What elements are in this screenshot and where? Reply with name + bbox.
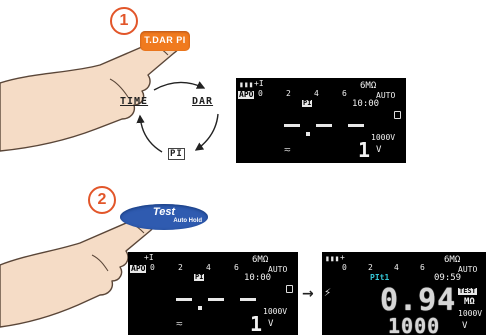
apo-badge: APO: [238, 90, 255, 99]
step-2-number: 2: [88, 186, 116, 214]
ac-symbol: ≂: [284, 143, 291, 156]
scale-2: 2: [178, 263, 183, 272]
auto-label: AUTO: [458, 265, 478, 274]
ac-symbol: ≂: [176, 317, 183, 330]
battery-icon: ▮▮▮: [239, 80, 254, 89]
voltage-value: 1: [250, 312, 263, 335]
range-label: 6MΩ: [360, 81, 377, 91]
scale-4: 4: [206, 263, 211, 272]
transition-arrow: →: [302, 286, 314, 302]
test-button[interactable]: Test Auto Hold: [120, 204, 208, 230]
unit-label: V: [268, 319, 274, 329]
scale-4: 4: [394, 263, 399, 272]
volt-range-label: 1000V: [263, 307, 288, 316]
bolt-icon: ⚡: [324, 285, 332, 299]
hand-pointing-illustration-2: [0, 215, 156, 328]
segment-dash-3: [348, 124, 364, 127]
auto-label: AUTO: [376, 91, 396, 100]
segment-dash-2: [316, 124, 332, 127]
cycle-arrow-top: [153, 81, 206, 91]
pi-t1-label: PIt1: [370, 273, 390, 282]
decimal-point: [306, 132, 310, 136]
scale-6: 6: [342, 89, 347, 98]
scale-4: 4: [314, 89, 319, 98]
plus-i-label: +I: [144, 253, 154, 262]
cycle-label-dar: DAR: [192, 96, 214, 107]
display-screen-step2-after: ▮▮▮ + 0 2 4 6 6MΩ AUTO PIt1 09:59 ⚡ 0.94…: [322, 252, 486, 335]
lock-icon: [286, 285, 293, 293]
apo-badge: APO: [130, 264, 147, 273]
display-screen-step2-before: +I APO 0 2 4 6 6MΩ AUTO PI 10:00 1000V ≂…: [128, 252, 298, 335]
voltage-value: 1000: [388, 314, 441, 335]
timer-display: 09:59: [434, 273, 462, 283]
tdar-pi-button[interactable]: T.DAR PI: [140, 31, 190, 51]
test-badge: TEST: [458, 287, 477, 295]
lock-icon: [394, 111, 401, 119]
cycle-label-pi: PI: [168, 148, 185, 160]
plus-i-label: +I: [254, 79, 264, 88]
range-label: 6MΩ: [252, 255, 269, 265]
unit-label: V: [462, 321, 468, 331]
segment-dash-1: [284, 124, 300, 127]
tdar-pi-button-label: T.DAR PI: [144, 35, 186, 45]
cycle-arrow-right: [194, 113, 219, 151]
battery-icon: ▮▮▮: [325, 254, 340, 263]
timer-display: 10:00: [352, 99, 380, 109]
plus-label: +: [340, 253, 345, 262]
mode-cycle-arrows: [136, 81, 219, 153]
voltage-value: 1: [358, 138, 371, 162]
resistance-value: 0.94: [380, 283, 457, 318]
decimal-point: [198, 306, 202, 310]
display-screen-step1: ▮▮▮ +I APO 0 2 4 6 6MΩ AUTO PI 10:00 100…: [236, 78, 406, 163]
range-label: 6MΩ: [444, 255, 461, 265]
volt-range-label: 1000V: [371, 133, 396, 142]
scale-6: 6: [420, 263, 425, 272]
segment-dash-3: [240, 298, 256, 301]
pi-mode-label: PI: [194, 273, 205, 281]
auto-label: AUTO: [268, 265, 288, 274]
scale-6: 6: [234, 263, 239, 272]
cycle-arrow-left: [136, 114, 163, 153]
scale-2: 2: [368, 263, 373, 272]
scale-0: 0: [258, 89, 263, 98]
test-button-subtitle: Auto Hold: [173, 218, 202, 224]
segment-dash-2: [208, 298, 224, 301]
scale-2: 2: [286, 89, 291, 98]
scale-0: 0: [342, 263, 347, 272]
cycle-label-time: TIME: [120, 96, 149, 107]
test-button-title: Test: [152, 206, 176, 218]
volt-range-label: 1000V: [458, 309, 483, 318]
unit-mohm: MΩ: [464, 297, 475, 307]
segment-dash-1: [176, 298, 192, 301]
pi-mode-label: PI: [302, 99, 313, 107]
step-1-number: 1: [110, 7, 138, 35]
unit-label: V: [376, 145, 382, 155]
timer-display: 10:00: [244, 273, 272, 283]
scale-0: 0: [150, 263, 155, 272]
